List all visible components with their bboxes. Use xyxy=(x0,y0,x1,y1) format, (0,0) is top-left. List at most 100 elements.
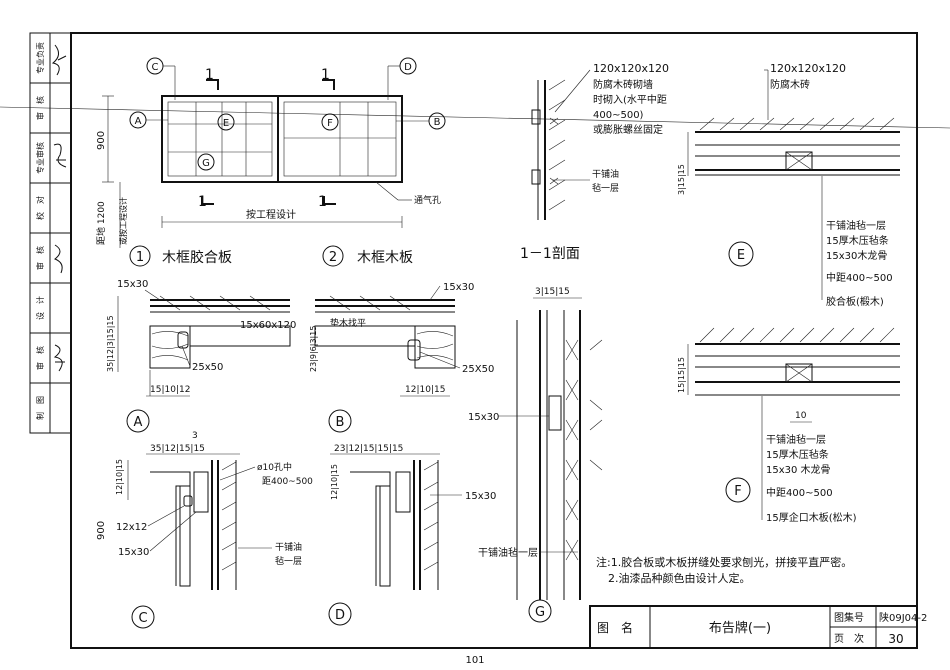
view-labels: 1 木框胶合板 2 木框木板 1－1剖面 xyxy=(129,245,580,267)
sidebar-label-4: 审 核 xyxy=(35,246,45,270)
callout-b-label xyxy=(328,409,352,433)
svg-text:25x50: 25x50 xyxy=(192,362,223,373)
svg-text:3|15|15: 3|15|15 xyxy=(535,287,570,297)
elevation-1-frame xyxy=(161,95,279,183)
atlas-label: 图集号 xyxy=(834,611,864,624)
section-mark: 1 xyxy=(198,194,207,210)
callout-f xyxy=(321,113,339,131)
view-2-label: 木框木板 xyxy=(357,250,413,266)
svg-text:900: 900 xyxy=(96,521,107,540)
svg-text:15x30 木龙骨: 15x30 木龙骨 xyxy=(766,463,831,476)
detail-d: 23|12|15|15|15 15x30 12|10|15 D xyxy=(328,444,496,626)
svg-text:F: F xyxy=(327,118,333,129)
callout-a-label xyxy=(126,409,150,433)
detail-a: 15x30 15x60x120 25x50 35|12|3|15|15 15|1… xyxy=(106,279,296,433)
note-1: 注:1.胶合板或木板拼缝处要求刨光，拼接平直严密。 xyxy=(596,555,852,569)
callout-g xyxy=(197,153,215,171)
view-1-number: 1 xyxy=(136,250,144,265)
svg-text:400~500): 400~500) xyxy=(593,110,644,121)
svg-text:中距400~500: 中距400~500 xyxy=(826,271,893,284)
dim-by-design: 按工程设计 xyxy=(246,208,296,221)
svg-text:C: C xyxy=(152,62,159,73)
svg-text:ø10孔中: ø10孔中 xyxy=(257,461,292,473)
signature-mark xyxy=(53,143,67,168)
section-1-1-label: 1－1剖面 xyxy=(520,246,580,262)
svg-text:毡一层: 毡一层 xyxy=(592,182,619,194)
svg-text:防腐木砖砌墙: 防腐木砖砌墙 xyxy=(593,78,653,91)
section-mark: 1 xyxy=(318,194,327,210)
svg-text:干铺油毡一层: 干铺油毡一层 xyxy=(826,219,886,232)
view-2-number: 2 xyxy=(329,250,337,265)
svg-text:垫木找平: 垫木找平 xyxy=(330,317,366,329)
sidebar-signature-block: 专业负责 审 核 专业审核 校 对 审 核 设 计 审 核 制 图 xyxy=(30,33,71,433)
title-block: 图 名 布告牌(一) 图集号 陕09J04-2 页 次 30 xyxy=(589,605,927,649)
svg-text:F: F xyxy=(734,484,741,499)
svg-text:E: E xyxy=(737,248,745,263)
svg-text:A: A xyxy=(134,415,143,430)
sidebar-label-7: 制 图 xyxy=(35,396,45,420)
svg-text:15x30: 15x30 xyxy=(117,279,148,290)
svg-text:12|10|15: 12|10|15 xyxy=(405,385,445,395)
svg-text:或膨胀螺丝固定: 或膨胀螺丝固定 xyxy=(593,123,663,136)
drawing-title: 布告牌(一) xyxy=(709,620,771,636)
dim-distance-to-ground: 距地 1200 xyxy=(95,201,107,245)
atlas-number: 陕09J04-2 xyxy=(879,611,927,624)
drawing-frame xyxy=(70,32,918,649)
sidebar-label-6: 审 核 xyxy=(35,346,45,370)
svg-text:E: E xyxy=(223,118,229,129)
svg-text:35|12|15|15: 35|12|15|15 xyxy=(150,444,205,454)
signature-mark xyxy=(51,44,67,76)
svg-text:120x120x120: 120x120x120 xyxy=(770,62,846,75)
section-mark: 1 xyxy=(205,67,214,83)
svg-text:15|10|12: 15|10|12 xyxy=(150,385,190,395)
svg-text:15x60x120: 15x60x120 xyxy=(240,320,296,331)
svg-text:胶合板(椴木): 胶合板(椴木) xyxy=(826,295,884,308)
sidebar-label-5: 设 计 xyxy=(35,296,45,320)
svg-text:G: G xyxy=(202,158,210,169)
svg-text:毡一层: 毡一层 xyxy=(275,555,302,567)
view-2-number-circle xyxy=(322,245,344,267)
svg-text:D: D xyxy=(404,62,412,73)
svg-text:12|10|15: 12|10|15 xyxy=(115,459,124,495)
section-cut-mark xyxy=(206,79,219,90)
svg-text:15x30: 15x30 xyxy=(443,282,474,293)
page-label: 页 次 xyxy=(834,632,864,645)
svg-text:25X50: 25X50 xyxy=(462,364,494,375)
svg-text:23|9|6|3|15: 23|9|6|3|15 xyxy=(309,326,318,372)
sidebar-label-3: 校 对 xyxy=(35,196,45,220)
page-footer-number: 101 xyxy=(465,655,484,666)
svg-text:15厚企口木板(松木): 15厚企口木板(松木) xyxy=(766,511,857,524)
svg-text:A: A xyxy=(135,116,142,127)
svg-text:干铺油: 干铺油 xyxy=(592,168,619,180)
svg-text:3|15|15: 3|15|15 xyxy=(677,164,686,195)
sidebar-label-1: 审 核 xyxy=(35,96,45,120)
svg-text:干铺油毡一层: 干铺油毡一层 xyxy=(766,433,826,446)
callout-d-label xyxy=(328,602,352,626)
signature-mark xyxy=(54,244,63,274)
page-number-cell: 30 xyxy=(888,632,903,646)
svg-text:15x30木龙骨: 15x30木龙骨 xyxy=(826,249,887,262)
svg-text:15x30: 15x30 xyxy=(118,547,149,558)
svg-text:15厚木压毡条: 15厚木压毡条 xyxy=(826,234,889,247)
section-1-1: 120x120x120 防腐木砖砌墙 时砌入(水平中距 400~500) 或膨胀… xyxy=(468,62,669,623)
svg-text:15|15|15: 15|15|15 xyxy=(677,357,686,393)
svg-text:防腐木砖: 防腐木砖 xyxy=(770,78,810,91)
view-1-number-circle xyxy=(129,245,151,267)
callout-e xyxy=(217,113,235,131)
svg-text:G: G xyxy=(535,605,545,620)
title-block-name-label: 图 名 xyxy=(597,620,633,635)
svg-text:距400~500: 距400~500 xyxy=(262,476,313,487)
svg-text:35|12|3|15|15: 35|12|3|15|15 xyxy=(106,315,115,372)
scan-line xyxy=(0,106,950,129)
svg-text:3: 3 xyxy=(192,431,198,441)
svg-text:B: B xyxy=(434,117,441,128)
view-1-label: 木框胶合板 xyxy=(162,249,232,266)
dim-900: 900 xyxy=(96,131,107,150)
svg-text:12|10|15: 12|10|15 xyxy=(330,464,339,500)
sidebar-label-2: 专业审核 xyxy=(35,142,45,174)
note-2: 2.油漆品种颜色由设计人定。 xyxy=(608,571,751,585)
svg-text:中距400~500: 中距400~500 xyxy=(766,486,833,499)
sidebar-label-0: 专业负责 xyxy=(35,42,45,74)
svg-text:10: 10 xyxy=(795,411,807,421)
